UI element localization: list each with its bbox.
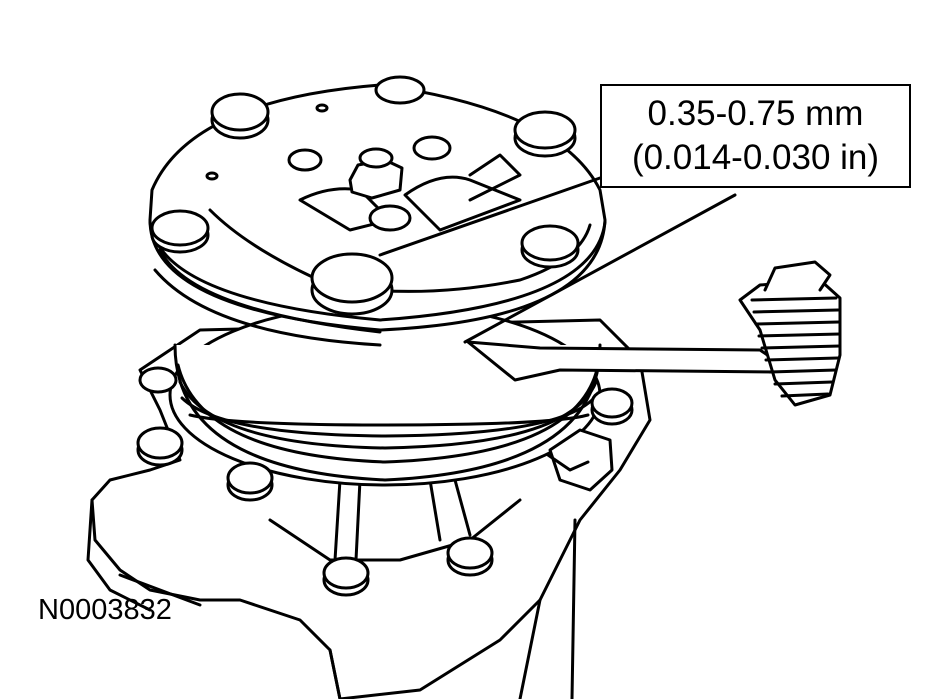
leader-lines xyxy=(118,176,737,607)
clearance-imperial: (0.014-0.030 in) xyxy=(631,138,880,177)
electrical-connector xyxy=(546,428,614,492)
feeler-gauge xyxy=(466,260,842,407)
figure-id: N0003832 xyxy=(38,594,172,626)
housing-bolts xyxy=(136,366,634,597)
clearance-metric: 0.35-0.75 mm xyxy=(647,94,864,133)
pulley xyxy=(168,303,602,487)
clutch-bolts xyxy=(150,75,580,316)
clearance-callout: 0.35-0.75 mm (0.014-0.030 in) xyxy=(600,84,911,188)
